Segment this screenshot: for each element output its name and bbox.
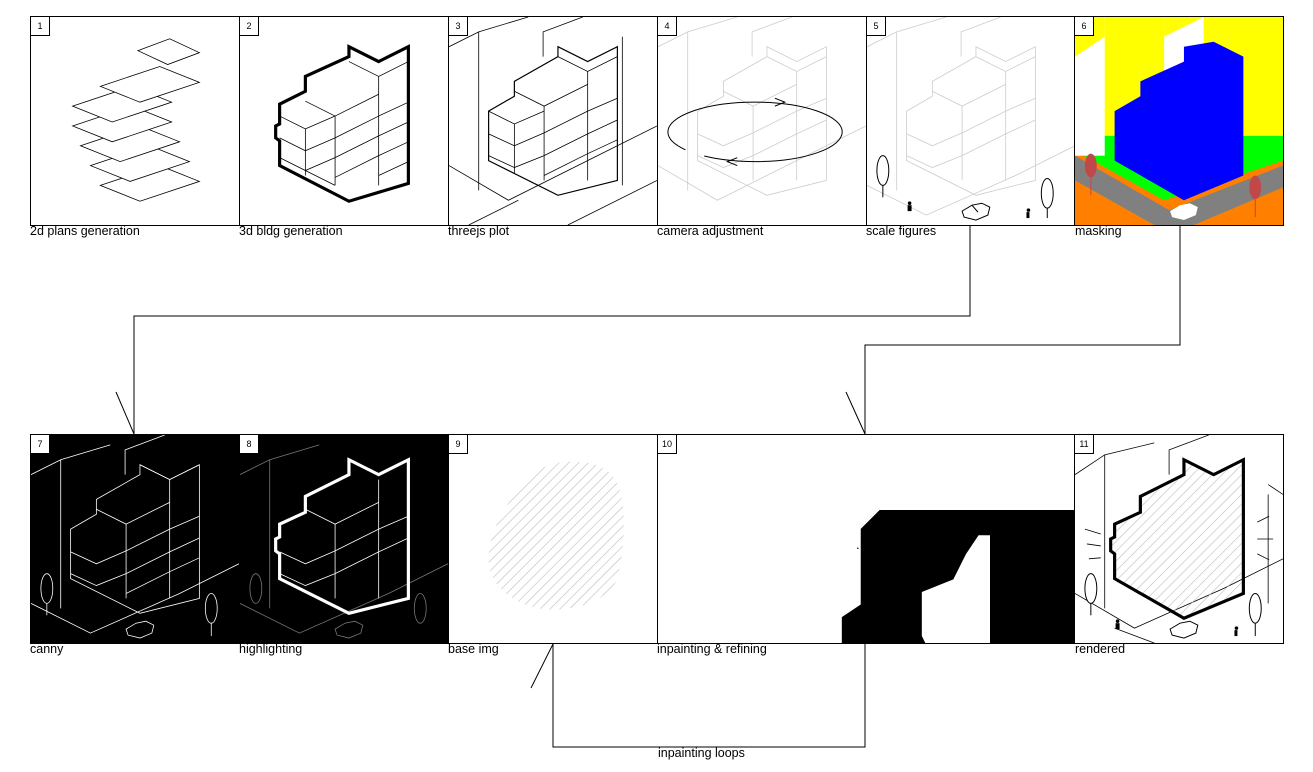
tree-icon: [204, 593, 218, 624]
connector-inpainting-loop: [552, 644, 866, 748]
step-9-caption: base img: [448, 642, 499, 656]
tree-icon: [1084, 573, 1098, 604]
3d-building-illustration: [274, 44, 410, 203]
canny-edges-illustration: [31, 435, 239, 639]
camera-adjustment-illustration: [658, 17, 866, 201]
tree-icon: [1040, 177, 1054, 209]
step-number: 11: [1075, 435, 1094, 454]
step-6-caption: masking: [1075, 224, 1122, 238]
step-number: 8: [240, 435, 259, 454]
step-10-panel: 10 . . .: [657, 434, 1075, 644]
step-3-panel: 3: [448, 16, 658, 226]
step-4-panel: 4: [657, 16, 867, 226]
car-icon: [1170, 203, 1198, 221]
car-icon: [125, 620, 155, 639]
step-number: 1: [31, 17, 50, 36]
step-number: 7: [31, 435, 50, 454]
step-2-caption: 3d bldg generation: [239, 224, 343, 238]
step-10-caption: inpainting & refining: [657, 642, 767, 656]
step-number: 9: [449, 435, 468, 454]
step-8-panel: 8: [239, 434, 449, 644]
step-number: 3: [449, 17, 468, 36]
step-6-panel: 6: [1074, 16, 1284, 226]
threejs-plot-illustration: [449, 17, 657, 225]
step-number: 10: [658, 435, 677, 454]
tree-icon: [1249, 175, 1262, 200]
step-7-caption: canny: [30, 642, 64, 656]
person-icon: [907, 201, 912, 205]
car-icon: [1169, 620, 1199, 639]
car-icon: [961, 202, 991, 221]
step-number: 5: [867, 17, 886, 36]
tree-icon: [1084, 153, 1097, 178]
step-9-panel: 9: [448, 434, 658, 644]
floor-plans-stack-illustration: [71, 38, 201, 202]
step-11-panel: 11: [1074, 434, 1284, 644]
inpaint-mask-thumb-3: [990, 510, 1074, 643]
step-5-panel: 5: [866, 16, 1076, 226]
orbit-arrow-icon: [667, 101, 843, 163]
ellipsis: . . .: [856, 537, 890, 552]
step-number: 4: [658, 17, 677, 36]
connector-6-to-10: [864, 226, 1181, 434]
step-11-caption: rendered: [1075, 642, 1126, 656]
step-1-panel: 1: [30, 16, 240, 226]
tree-icon: [1248, 592, 1262, 624]
step-5-caption: scale figures: [866, 224, 937, 238]
person-icon: [1115, 619, 1120, 623]
tree-icon: [876, 155, 890, 186]
step-3-caption: threejs plot: [448, 224, 510, 238]
inpainting-loop-label: inpainting loops: [658, 746, 745, 760]
person-icon: [1026, 208, 1031, 212]
step-number: 2: [240, 17, 259, 36]
highlighted-edges-illustration: [240, 444, 448, 639]
segmentation-mask-illustration: [1075, 17, 1283, 225]
step-2-panel: 2: [239, 16, 449, 226]
step-number: 6: [1075, 17, 1094, 36]
step-1-caption: 2d plans generation: [30, 224, 140, 238]
person-icon: [1234, 626, 1239, 630]
connector-5-to-7: [133, 226, 971, 434]
step-8-caption: highlighting: [239, 642, 303, 656]
tree-icon: [40, 573, 54, 604]
step-7-panel: 7: [30, 434, 240, 644]
inpaint-mask-thumb-4: [1069, 510, 1074, 643]
step-4-caption: camera adjustment: [657, 224, 764, 238]
rendered-result-illustration: [1075, 435, 1283, 643]
scale-figures-illustration: [867, 17, 1075, 221]
base-image-illustration: [488, 461, 624, 610]
